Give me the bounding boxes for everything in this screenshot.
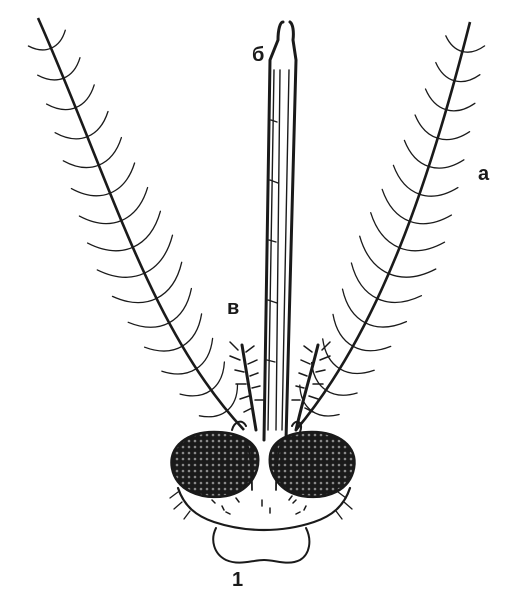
palp-left [230, 342, 263, 430]
antenna-hair [51, 30, 65, 48]
label-proboscis: б [252, 45, 264, 65]
antenna-hair [88, 243, 133, 251]
antenna-hair [113, 296, 157, 302]
label-antenna: а [478, 164, 489, 184]
antenna-hair [169, 289, 191, 323]
antenna-shaft [296, 22, 470, 430]
antenna-hair [404, 140, 428, 166]
antenna-hair [389, 269, 436, 277]
antenna-hair [333, 314, 353, 346]
antenna-hair [162, 369, 196, 374]
antenna-hair [211, 362, 224, 390]
antenna-hair [79, 216, 121, 224]
antenna-hair [343, 289, 366, 323]
antenna-hair [393, 165, 419, 194]
antenna-hair [121, 188, 147, 221]
antenna-hair [340, 369, 374, 374]
antenna-hair [144, 235, 172, 273]
antenna-hair [377, 296, 421, 303]
antenna-hair [76, 85, 95, 108]
antenna-hair [28, 46, 51, 50]
antenna-hair [145, 346, 183, 351]
antenna-hair [446, 36, 463, 52]
antenna-hair [462, 46, 484, 52]
antenna-hair [38, 75, 64, 80]
antenna-hair [382, 189, 410, 221]
antenna-shaft [38, 18, 244, 430]
antenna-hair [455, 75, 480, 82]
antenna-hair [420, 188, 458, 197]
antenna-hair [227, 385, 238, 411]
antenna-hair [199, 411, 227, 417]
antenna-hair [99, 138, 122, 166]
antenna-hair [446, 103, 475, 111]
antenna-hair [436, 63, 455, 81]
proboscis [264, 22, 296, 440]
antenna-hair [182, 314, 201, 346]
label-palp: в [227, 298, 239, 318]
antenna-hair [128, 322, 169, 327]
antenna-hair [63, 161, 98, 168]
antenna-hair [47, 104, 76, 109]
label-figure-number: 1 [232, 570, 243, 590]
antenna-hair [351, 263, 377, 299]
antenna-right [296, 22, 485, 430]
antenna-hair [323, 339, 340, 369]
antenna-hair [196, 338, 212, 368]
antenna-hair [410, 215, 452, 224]
antenna-hair [157, 262, 182, 298]
clypeus [213, 528, 309, 563]
antenna-hair [426, 89, 447, 110]
antenna-hair [55, 133, 87, 139]
antenna-hair [353, 346, 391, 350]
antenna-hair [326, 390, 357, 395]
antenna-hair [97, 270, 144, 277]
antenna-hair [415, 115, 438, 138]
compound-eye-right [270, 432, 355, 497]
antenna-hair [180, 390, 211, 396]
antenna-hair [371, 213, 400, 248]
antenna-left [28, 18, 244, 430]
antenna-hair [360, 236, 389, 273]
antenna-hair [110, 163, 135, 193]
antenna-hair [429, 160, 464, 168]
antenna-hair [64, 58, 80, 78]
antenna-hair [366, 322, 407, 327]
antenna-hair [311, 411, 339, 416]
antenna-hair [400, 242, 445, 251]
compound-eye-left [171, 432, 258, 497]
antenna-hair [438, 132, 470, 140]
antenna-hair [71, 189, 110, 196]
palp-right [292, 342, 330, 430]
antenna-hair [87, 112, 108, 137]
antenna-hair [133, 211, 161, 247]
